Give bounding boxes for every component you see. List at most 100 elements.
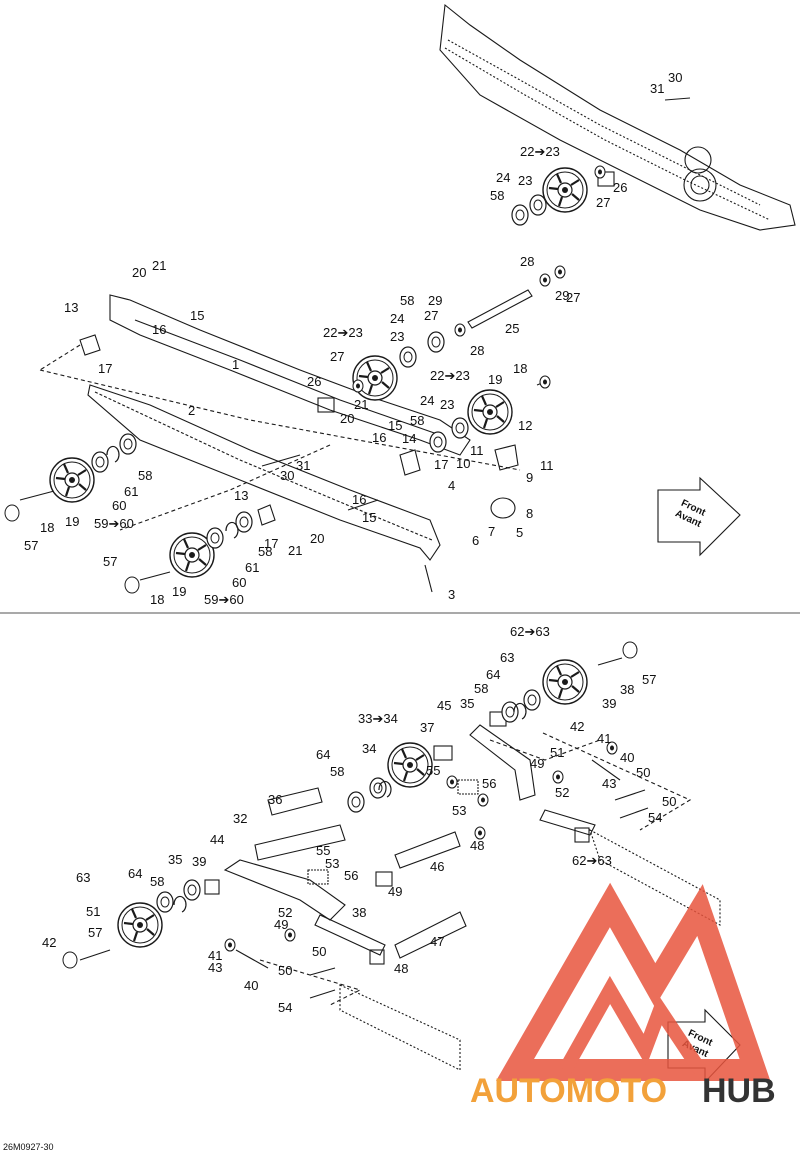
watermark-logo bbox=[495, 882, 771, 1081]
callout-label: 21 bbox=[152, 258, 166, 273]
callout-label: 12 bbox=[518, 418, 532, 433]
callout-label: 57 bbox=[103, 554, 117, 569]
callout-label: 46 bbox=[430, 859, 444, 874]
callout-label: 50 bbox=[278, 963, 292, 978]
callout-label: 63 bbox=[76, 870, 90, 885]
callout-label: 25 bbox=[505, 321, 519, 336]
callout-label: 27 bbox=[566, 290, 580, 305]
diagram-reference: 26M0927-30 bbox=[3, 1142, 54, 1152]
callout-label: 60 bbox=[112, 498, 126, 513]
callout-label: 64 bbox=[486, 667, 500, 682]
callout-label: 24 bbox=[496, 170, 510, 185]
callout-label: 60 bbox=[232, 575, 246, 590]
callout-label: 62➔63 bbox=[572, 853, 612, 868]
top-wheel-2 bbox=[351, 354, 399, 402]
callout-label: 22➔23 bbox=[520, 144, 560, 159]
callout-label: 40 bbox=[244, 978, 258, 993]
callout-label: 50 bbox=[636, 765, 650, 780]
callout-label: 22➔23 bbox=[430, 368, 470, 383]
callout-label: 64 bbox=[128, 866, 142, 881]
callout-label: 21 bbox=[288, 543, 302, 558]
callout-label: 52 bbox=[555, 785, 569, 800]
callout-label: 49 bbox=[274, 917, 288, 932]
front-arrow-top: Front Avant bbox=[657, 476, 741, 557]
callout-label: 64 bbox=[316, 747, 330, 762]
callout-label: 43 bbox=[208, 960, 222, 975]
callout-label: 17 bbox=[434, 457, 448, 472]
callout-label: 49 bbox=[530, 756, 544, 771]
bottom-assembly bbox=[79, 711, 721, 1071]
top-wheel-4 bbox=[48, 456, 96, 504]
callout-label: 31 bbox=[650, 81, 664, 96]
callout-label: 36 bbox=[268, 792, 282, 807]
callout-label: 35 bbox=[168, 852, 182, 867]
watermark-part1: AUTOMOTO bbox=[470, 1072, 667, 1110]
callout-label: 35 bbox=[460, 696, 474, 711]
callout-label: 20 bbox=[340, 411, 354, 426]
callout-label: 41 bbox=[208, 948, 222, 963]
callout-label: 53 bbox=[452, 803, 466, 818]
callout-label: 29 bbox=[428, 293, 442, 308]
callout-label: 57 bbox=[642, 672, 656, 687]
callout-label: 38 bbox=[620, 682, 634, 697]
callout-label: 27 bbox=[424, 308, 438, 323]
top-wheel-1 bbox=[541, 166, 589, 214]
callout-label: 58 bbox=[410, 413, 424, 428]
callout-label: 23 bbox=[390, 329, 404, 344]
callout-label: 27 bbox=[330, 349, 344, 364]
callout-label: 42 bbox=[42, 935, 56, 950]
callout-label: 4 bbox=[448, 478, 455, 493]
callout-label: 10 bbox=[456, 456, 470, 471]
callout-label: 27 bbox=[596, 195, 610, 210]
callout-label: 16 bbox=[352, 492, 366, 507]
callout-label: 55 bbox=[316, 843, 330, 858]
callout-label: 9 bbox=[526, 470, 533, 485]
callout-label: 52 bbox=[278, 905, 292, 920]
callout-label: 15 bbox=[388, 418, 402, 433]
callout-label: 47 bbox=[430, 934, 444, 949]
callout-label: 54 bbox=[648, 810, 662, 825]
callout-label: 59➔60 bbox=[204, 592, 244, 607]
callout-label: 11 bbox=[540, 458, 554, 473]
callout-label: 39 bbox=[192, 854, 206, 869]
callout-label: 59➔60 bbox=[94, 516, 134, 531]
callout-label: 26 bbox=[613, 180, 627, 195]
callout-label: 29 bbox=[555, 288, 569, 303]
callout-label: 57 bbox=[88, 925, 102, 940]
callout-label: 50 bbox=[662, 794, 676, 809]
callout-label: 58 bbox=[330, 764, 344, 779]
callout-label: 13 bbox=[64, 300, 78, 315]
callout-label: 5 bbox=[516, 525, 523, 540]
callout-label: 26 bbox=[307, 374, 321, 389]
callout-label: 18 bbox=[150, 592, 164, 607]
callout-label: 24 bbox=[420, 393, 434, 408]
callout-label: 30 bbox=[668, 70, 682, 85]
callout-label: 40 bbox=[620, 750, 634, 765]
callout-label: 58 bbox=[258, 544, 272, 559]
callout-label: 51 bbox=[550, 745, 564, 760]
callout-label: 56 bbox=[344, 868, 358, 883]
callout-label: 19 bbox=[172, 584, 186, 599]
callout-label: 15 bbox=[362, 510, 376, 525]
callout-label: 13 bbox=[234, 488, 248, 503]
callout-label: 14 bbox=[402, 431, 416, 446]
callout-label: 56 bbox=[482, 776, 496, 791]
callout-label: 22➔23 bbox=[323, 325, 363, 340]
callout-label: 45 bbox=[437, 698, 451, 713]
callout-label: 20 bbox=[310, 531, 324, 546]
callout-label: 11 bbox=[470, 443, 484, 458]
callout-label: 17 bbox=[264, 536, 278, 551]
callout-label: 38 bbox=[352, 905, 366, 920]
callout-label: 2 bbox=[188, 403, 195, 418]
callout-label: 39 bbox=[602, 696, 616, 711]
callout-label: 21 bbox=[354, 397, 368, 412]
callout-label: 63 bbox=[500, 650, 514, 665]
callout-label: 3 bbox=[448, 587, 455, 602]
callout-label: 61 bbox=[124, 484, 138, 499]
callout-label: 53 bbox=[325, 856, 339, 871]
callout-label: 23 bbox=[440, 397, 454, 412]
callout-label: 58 bbox=[490, 188, 504, 203]
callout-label: 33➔34 bbox=[358, 711, 398, 726]
